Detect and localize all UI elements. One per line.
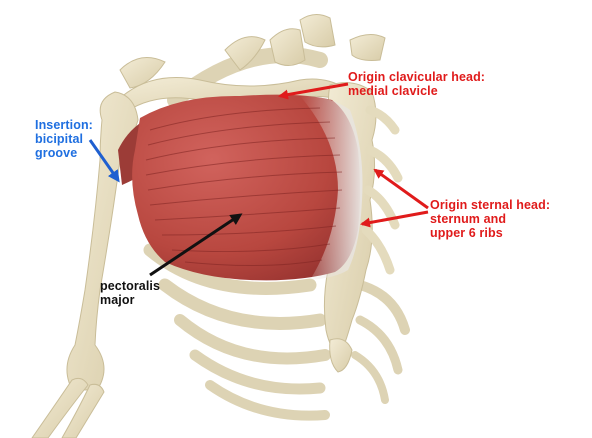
origin-sternal-label: Origin sternal head: sternum and upper 6…	[430, 198, 551, 240]
arrows	[88, 82, 429, 277]
insertion-label: Insertion: bicipital groove	[35, 118, 93, 160]
forearm-bones	[31, 377, 105, 438]
origin-clavicular-label: Origin clavicular head: medial clavicle	[348, 70, 486, 98]
arrow-origin-sternal-lower	[360, 210, 429, 228]
xiphoid-process	[329, 338, 353, 373]
pectoralis-major-label: pectoralis major	[100, 279, 161, 307]
pectoral-fascia	[300, 95, 363, 280]
muscle-fibers	[145, 107, 343, 267]
pectoralis-major-muscle	[132, 94, 360, 281]
costal-cartilages	[361, 105, 403, 275]
arrow-origin-clavicular	[278, 82, 349, 100]
arrow-origin-sternal-upper	[373, 168, 429, 210]
humerus	[66, 91, 139, 391]
arrow-insertion	[88, 139, 120, 183]
upper-skeleton	[119, 14, 386, 89]
arrow-pectoralis-major	[149, 213, 243, 277]
